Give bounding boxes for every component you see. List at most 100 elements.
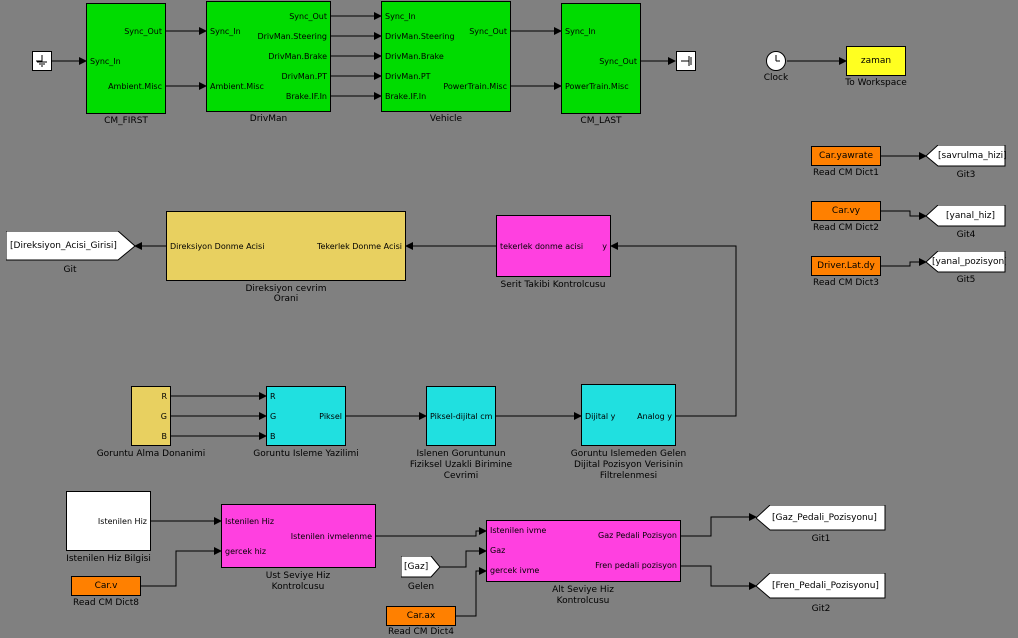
block-caption: Dijital Pozisyon Verisinin [573,460,684,470]
goto-tag-value: [yanal_hiz] [946,211,996,221]
goto-tag[interactable]: [Fren_Pedali_Pozisyonu] [756,573,886,599]
port-label: Piksel-dijital cm [430,412,493,421]
block-caption: Kontrolcusu [271,582,325,592]
block-caption: Direksiyon cevrim [245,284,327,294]
cm-first-block[interactable]: Sync_In Sync_Out Ambient.Misc [86,3,166,114]
to-workspace-block[interactable]: zaman [846,46,906,76]
port-label: Brake.IF.In [385,92,427,101]
alt-seviye-block[interactable]: Istenilen ivme Gaz gercek ivme Gaz Pedal… [486,520,681,582]
port-label: Gaz Pedali Pozisyon [598,531,677,540]
port-label: Tekerlek Donme Acisi [316,242,402,251]
block-caption: Ust Seviye Hiz [265,571,331,581]
block-caption: DrivMan [249,114,288,124]
port-label: DrivMan.Steering [257,32,327,41]
block-caption: To Workspace [845,78,907,88]
block-caption: Goruntu Isleme Yazilimi [253,449,359,459]
block-caption: CM_FIRST [104,116,148,126]
port-label: Istenilen Hiz [225,517,275,526]
ust-seviye-block[interactable]: Istenilen Hiz gercek hiz Istenilen ivmel… [221,504,376,568]
port-label: gercek hiz [225,547,267,556]
block-value: zaman [860,56,892,66]
goto-tag-value: [Direksiyon_Acisi_Girisi] [10,241,117,251]
port-label: DrivMan.Steering [385,32,455,41]
block-caption: Serit Takibi Kontrolcusu [500,280,606,290]
ground-block[interactable] [32,51,52,71]
goto-tag-value: [savrulma_hizi] [938,151,1007,161]
block-caption: Read CM Dict2 [812,223,880,233]
port-label: Sync_Out [599,57,637,66]
port-label: Dijital y [585,412,616,421]
clock-icon[interactable] [766,51,786,71]
port-label: y [602,242,607,251]
block-value: Driver.Lat.dy [817,261,875,271]
block-caption: Fiziksel Uzakli Birimine [409,460,513,470]
port-label: PowerTrain.Misc [565,82,629,91]
serit-takibi-block[interactable]: tekerlek donme acisi y [496,215,611,277]
terminator-icon [681,56,692,66]
piksel-dijital-block[interactable]: Piksel-dijital cm [426,386,496,446]
port-label: Ambient.Misc [108,82,162,91]
block-value: Car.v [94,581,118,591]
block-caption: Goruntu Islemeden Gelen [570,449,687,459]
goto-tag[interactable]: [Gaz_Pedali_Pozisyonu] [756,505,886,531]
terminator-block[interactable] [676,51,696,71]
port-label: Sync_In [385,12,416,21]
block-caption: Read CM Dict3 [812,278,880,288]
block-caption: CM_LAST [580,116,622,126]
block-caption: Islenen Goruntunun [416,449,506,459]
goto-tag[interactable]: [yanal_pozisyon] [926,251,1006,273]
block-caption: Read CM Dict1 [812,168,880,178]
port-label: DrivMan.Brake [268,52,327,61]
goruntu-isleme-block[interactable]: R G B Piksel [266,386,346,446]
port-label: B [270,432,276,441]
port-label: Brake.IF.In [285,92,327,101]
block-caption: Kontrolcusu [556,596,610,606]
goto-tag[interactable]: [yanal_hiz] [926,205,1006,227]
block-caption: Clock [763,73,789,83]
direksiyon-cevrim-block[interactable]: Direksiyon Donme Acisi Tekerlek Donme Ac… [166,211,406,281]
goto-tag[interactable]: [Direksiyon_Acisi_Girisi] [6,231,136,261]
port-label: Sync_In [210,27,241,36]
read-cm-dict-block[interactable]: Car.yawrate [811,146,881,166]
port-label: Fren pedali pozisyon [595,561,677,570]
port-label: Sync_In [565,27,596,36]
goto-tag-value: [Gaz_Pedali_Pozisyonu] [772,513,877,523]
port-label: Sync_Out [469,27,507,36]
port-label: Analog y [637,412,672,421]
istenilen-hiz-block[interactable]: Istenilen Hiz [66,491,151,551]
read-cm-dict-block[interactable]: Car.vy [811,201,881,221]
block-caption: Read CM Dict8 [72,598,140,608]
port-label: Ambient.Misc [210,82,264,91]
goto-tag-value: [yanal_pozisyon] [932,257,1006,267]
block-value: Istenilen Hiz [97,517,147,526]
drivman-block[interactable]: Sync_In Ambient.Misc Sync_Out DrivMan.St… [206,1,331,112]
block-caption: Goruntu Alma Donanimi [96,449,206,459]
port-label: tekerlek donme acisi [500,242,584,251]
block-caption: Gelen [407,582,435,592]
ground-icon [36,55,47,67]
block-caption: Istenilen Hiz Bilgisi [66,554,151,564]
port-label: DrivMan.Brake [385,52,444,61]
block-caption: Read CM Dict4 [387,627,455,637]
filtre-block[interactable]: Dijital y Analog y [581,384,676,446]
read-cm-dict-block[interactable]: Car.ax [386,606,456,626]
from-tag[interactable]: [Gaz] [401,556,441,578]
port-label: PowerTrain.Misc [443,82,507,91]
read-cm-dict-block[interactable]: Car.v [71,576,141,596]
goruntu-alma-block[interactable]: R G B [131,386,171,446]
read-cm-dict-block[interactable]: Driver.Lat.dy [811,256,881,276]
cm-last-block[interactable]: Sync_In PowerTrain.Misc Sync_Out [561,3,641,114]
port-label: Direksiyon Donme Acisi [170,242,265,251]
port-label: Sync_Out [289,12,327,21]
port-label: Sync_In [90,57,121,66]
block-caption: Vehicle [429,114,463,124]
port-label: G [270,412,277,421]
goto-tag[interactable]: [savrulma_hizi] [926,145,1007,167]
port-label: DrivMan.PT [385,72,431,81]
block-caption: Git2 [811,604,831,614]
port-label: Istenilen ivmelenme [290,532,372,541]
block-caption: Orani [273,294,299,304]
port-label: Istenilen ivme [490,526,547,535]
vehicle-block[interactable]: Sync_In DrivMan.Steering DrivMan.Brake D… [381,1,511,112]
